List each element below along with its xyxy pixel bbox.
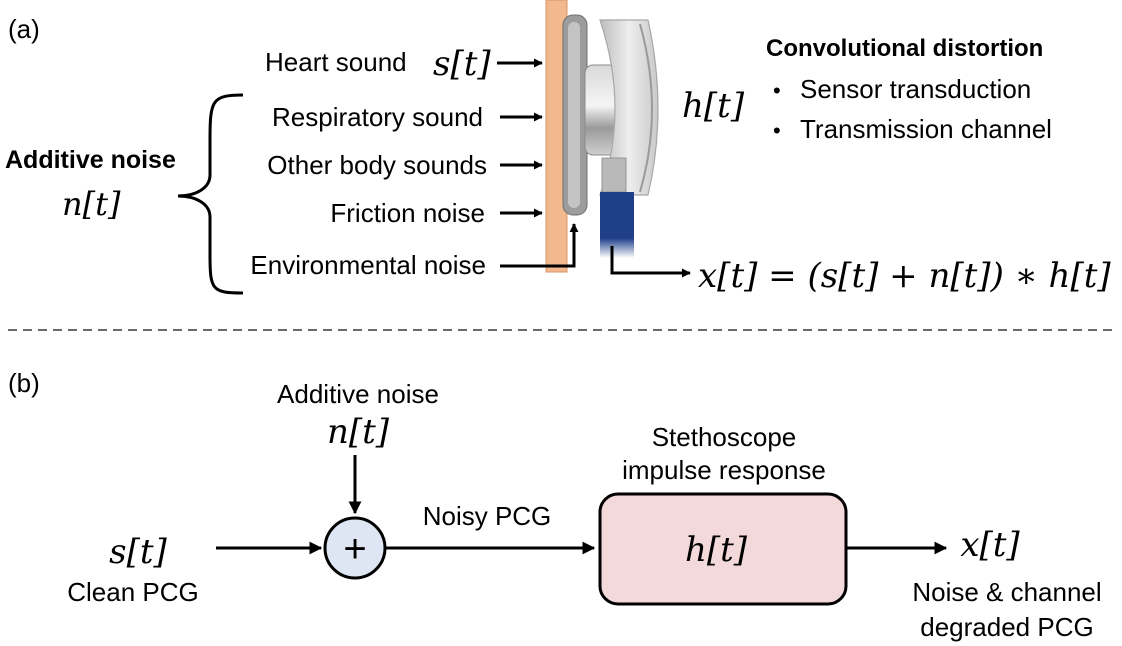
heart-sound-symbol: s[t] [433, 44, 491, 84]
block-title-line1: Stethoscope [652, 422, 797, 452]
distortion-title: Convolutional distortion [766, 35, 1043, 62]
input-symbol: s[t] [109, 532, 167, 572]
curly-brace [177, 93, 244, 295]
output-label-line1: Noise & channel [912, 577, 1101, 607]
heart-sound-label: Heart sound [265, 47, 407, 77]
panel-b-label: (b) [8, 368, 40, 398]
bullet-icon: • [773, 78, 781, 103]
noise-source-friction: Friction noise [330, 198, 485, 228]
adder-node [323, 516, 387, 580]
noise-source-respiratory: Respiratory sound [272, 102, 483, 132]
input-label: Clean PCG [67, 577, 199, 607]
noise-source-environmental: Environmental noise [250, 250, 486, 280]
noisy-pcg-label: Noisy PCG [423, 501, 552, 531]
output-label-line2: degraded PCG [920, 612, 1093, 642]
noise-source-body: Other body sounds [267, 150, 487, 180]
plus-icon: + [343, 527, 366, 571]
bullet-icon: • [773, 118, 781, 143]
additive-noise-title: Additive noise [5, 146, 176, 174]
stethoscope-icon [562, 14, 659, 258]
noise-input-symbol: n[t] [327, 412, 390, 452]
channel-symbol: h[t] [682, 86, 745, 126]
output-equation: x[t] = (s[t] + n[t]) ∗ h[t] [698, 256, 1111, 296]
distortion-item-transmission: Transmission channel [800, 114, 1052, 144]
block-title-line2: impulse response [622, 455, 826, 485]
output-arrow [610, 246, 691, 278]
noise-input-label: Additive noise [277, 379, 439, 409]
additive-noise-symbol: n[t] [62, 185, 121, 223]
distortion-item-sensor: Sensor transduction [800, 74, 1031, 104]
block-symbol: h[t] [685, 530, 748, 570]
panel-a-label: (a) [8, 14, 40, 44]
environmental-arrow [500, 223, 579, 268]
output-symbol: x[t] [960, 525, 1020, 565]
